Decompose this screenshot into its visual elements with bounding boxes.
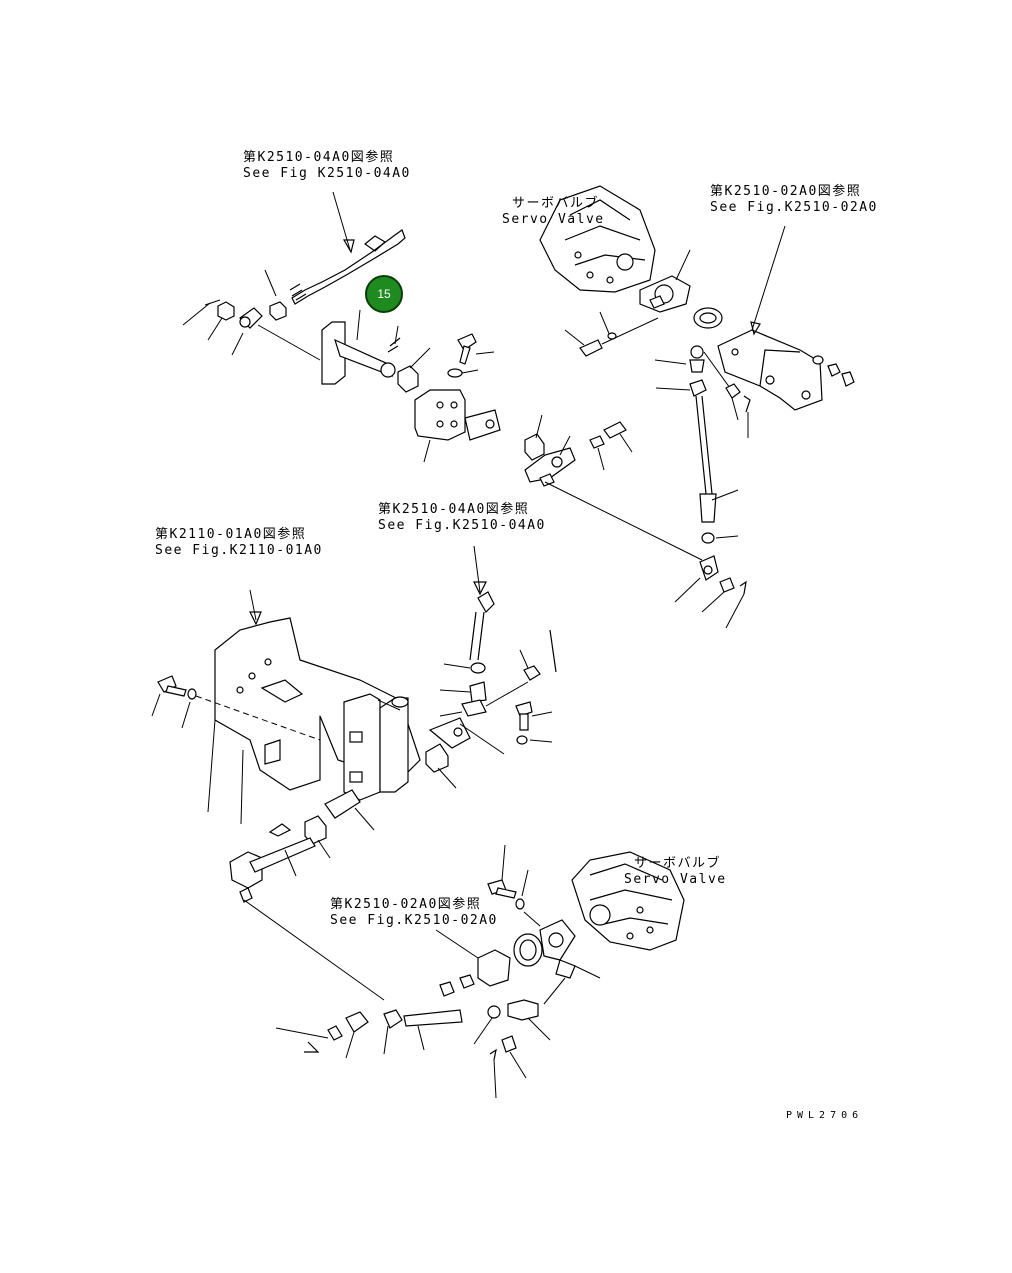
mid-linkage [425,545,557,789]
ref-mid-left-en: See Fig.K2110-01A0 [155,543,323,558]
right-bracket-linkage [654,225,855,629]
ref-top-right: 第K2510-02A0図参照 See Fig.K2510-02A0 [710,184,878,216]
ref-top-left-jp: 第K2510-04A0図参照 [243,150,395,165]
servo-label-bottom-en: Servo Valve [624,872,727,887]
ref-top-left: 第K2510-04A0図参照 See Fig K2510-04A0 [243,150,411,182]
ref-mid-center-jp: 第K2510-04A0図参照 [378,502,530,517]
servo-label-top-en: Servo Valve [502,212,605,227]
ref-bottom-jp: 第K2510-02A0図参照 [330,897,482,912]
ref-mid-center-en: See Fig.K2510-04A0 [378,518,546,533]
ref-top-left-en: See Fig K2510-04A0 [243,166,411,181]
upper-servo-valve [539,185,723,357]
ref-mid-center: 第K2510-04A0図参照 See Fig.K2510-04A0 [378,502,546,534]
lower-servo-valve [275,844,685,1099]
servo-label-bottom: サーボバルブ Servo Valve [624,856,727,888]
ref-mid-left: 第K2110-01A0図参照 See Fig.K2110-01A0 [155,527,323,559]
servo-label-top-jp: サーボバルブ [512,196,600,211]
ref-bottom: 第K2510-02A0図参照 See Fig.K2510-02A0 [330,897,498,929]
ref-top-right-jp: 第K2510-02A0図参照 [710,184,862,199]
ref-mid-left-jp: 第K2110-01A0図参照 [155,527,307,542]
part-callout-15[interactable]: 15 [365,275,403,313]
frame-assembly [151,589,421,1001]
drawing-code: PWL2706 [786,1110,864,1121]
ref-top-right-en: See Fig.K2510-02A0 [710,200,878,215]
ref-bottom-en: See Fig.K2510-02A0 [330,913,498,928]
servo-label-bottom-jp: サーボバルブ [634,856,722,871]
upper-rod-assembly [182,191,703,561]
servo-label-top: サーボバルブ Servo Valve [502,196,605,228]
